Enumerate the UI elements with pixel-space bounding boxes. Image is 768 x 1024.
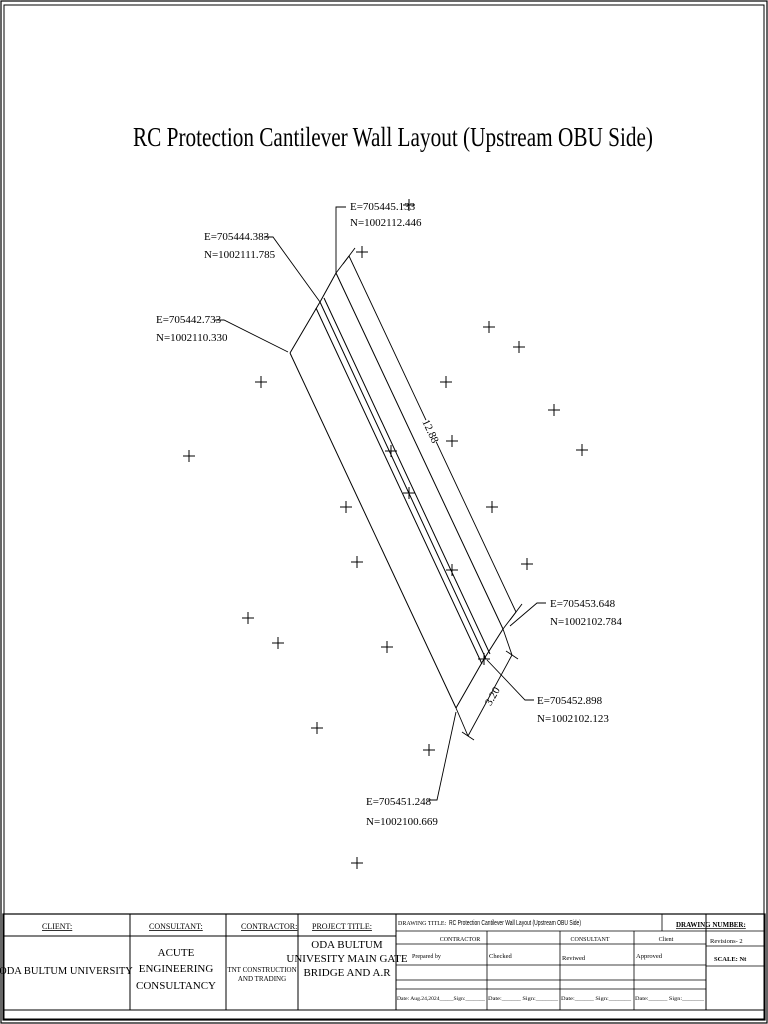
cross-mark (385, 445, 397, 457)
contractor-column: CONTRACTOR (440, 937, 481, 943)
cross-mark (351, 556, 363, 568)
cross-mark (356, 246, 368, 258)
coord-n-5: N=1002102.123 (537, 713, 609, 725)
prepared-by: Prepared by (412, 954, 441, 960)
date-sign-3: Date:______ Sign:_______ (561, 996, 631, 1002)
contractor-line-1: TNT CONSTRUCTION (227, 966, 296, 974)
cross-mark (272, 637, 284, 649)
cross-mark (513, 341, 525, 353)
project-label: PROJECT TITLE: (312, 922, 372, 931)
client-label: CLIENT: (42, 922, 72, 931)
cross-mark (403, 199, 415, 211)
project-line-3: BRIDGE AND A.R (303, 967, 391, 979)
drawing-title: RC Protection Cantilever Wall Layout (Up… (133, 122, 653, 152)
cross-mark (483, 321, 495, 333)
consultant-line-1: ACUTE (158, 947, 195, 959)
drawing-title-value: RC Protection Cantilever Wall Layout (Up… (449, 920, 581, 927)
cross-mark (446, 435, 458, 447)
cross-mark (548, 404, 560, 416)
cross-mark (183, 450, 195, 462)
cross-mark (381, 641, 393, 653)
cross-mark (521, 558, 533, 570)
wall-outline (289, 272, 504, 709)
cross-mark (423, 744, 435, 756)
coord-e-2: E=705444.383 (204, 231, 270, 243)
date-sign-2: Date:______ Sign:_______ (488, 996, 558, 1002)
scale-value: SCALE: Nt (714, 956, 747, 963)
coord-e-3: E=705442.733 (156, 314, 222, 326)
width-label: 3.20 (483, 685, 503, 708)
reviewed-by: Reviwed (562, 955, 586, 962)
client-column: Client (659, 937, 674, 943)
cross-mark (446, 564, 458, 576)
survey-crosses (183, 199, 588, 869)
date-sign-4: Date:______ Sign:_______ (635, 996, 704, 1002)
consultant-line-3: CONSULTANCY (136, 980, 216, 992)
cross-mark (486, 501, 498, 513)
contractor-label: CONTRACTOR: (241, 922, 297, 931)
width-dimension (455, 628, 519, 741)
checked-by: Checked (489, 953, 512, 960)
cross-mark (242, 612, 254, 624)
project-line-1: ODA BULTUM (311, 939, 383, 951)
cross-mark (403, 487, 415, 499)
cross-mark (255, 376, 267, 388)
coord-n-1: N=1002112.446 (350, 217, 422, 229)
date-sign-1: Date: Aug.24,2024_____Sign:_______ (397, 996, 485, 1002)
coord-n-3: N=1002110.330 (156, 332, 228, 344)
coord-n-2: N=1002111.785 (204, 249, 276, 261)
coord-e-6: E=705451.248 (366, 796, 432, 808)
leaders (214, 206, 546, 801)
drawing-title-label: DRAWING TITLE: (398, 921, 447, 927)
coord-n-4: N=1002102.784 (550, 616, 622, 628)
inner-border (3, 4, 765, 1020)
cross-mark (340, 501, 352, 513)
cross-mark (576, 444, 588, 456)
length-label-gap (412, 413, 450, 449)
consultant-line-2: ENGINEERING (139, 963, 214, 975)
approved-by: Approved (636, 953, 663, 960)
cross-mark (351, 857, 363, 869)
project-line-2: UNIVESITY MAIN GATE (286, 953, 407, 965)
consultant-column: CONSULTANT (571, 937, 610, 943)
client-name: ODA BULTUM UNIVERSITY (0, 966, 133, 977)
cross-mark (440, 376, 452, 388)
revision-value: Revisions- 2 (710, 938, 743, 945)
drawing-number-label: DRAWING NUMBER: (676, 921, 746, 929)
cross-mark (478, 653, 490, 665)
coord-n-6: N=1002100.669 (366, 816, 438, 828)
coord-e-4: E=705453.648 (550, 598, 616, 610)
title-block (2, 913, 766, 1021)
consultant-label: CONSULTANT: (149, 922, 203, 931)
contractor-line-2: AND TRADING (238, 975, 286, 983)
cross-mark (311, 722, 323, 734)
coord-e-1: E=705445.133 (350, 201, 416, 213)
coord-e-5: E=705452.898 (537, 695, 603, 707)
